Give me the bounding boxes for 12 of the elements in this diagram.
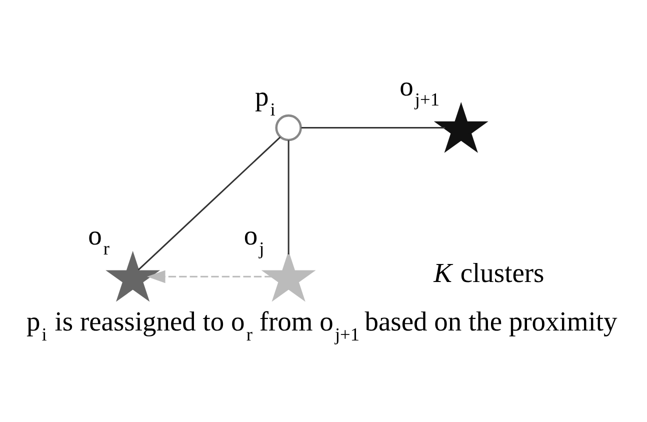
- caption: p$_{i}$ is reassigned to o$_{r}$ from o$_{j+1}$ based on the proximity: [26, 306, 618, 345]
- node-label: o$_{j+1}$: [400, 72, 440, 110]
- arrow: [146, 270, 272, 284]
- connector: [138, 136, 281, 270]
- connector: [288, 140, 290, 254]
- connector: [301, 127, 445, 129]
- node-label: o$_{r}$: [88, 220, 110, 258]
- node-circle: [275, 114, 302, 142]
- label: K clusters: [434, 258, 544, 288]
- node-star: [261, 250, 316, 302]
- node-label: o$_{j}$: [244, 220, 264, 258]
- node-label: p$_{i}$: [254, 81, 276, 120]
